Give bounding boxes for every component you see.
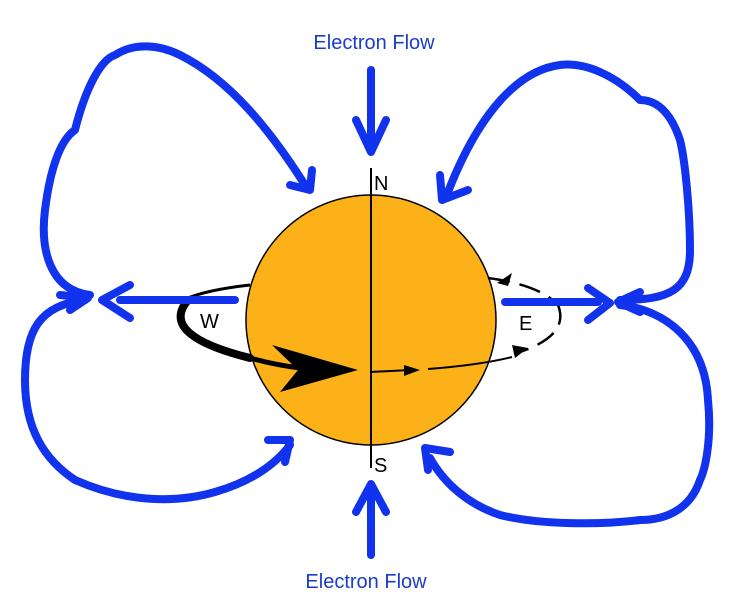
label-east: E (519, 313, 532, 335)
arrowhead-east (584, 284, 614, 324)
flow-lines (21, 42, 714, 559)
flow-arrowheads (56, 116, 644, 516)
flow-loop-bottom-left (21, 296, 294, 504)
arrowhead-top (352, 116, 390, 156)
label-north: N (374, 173, 388, 195)
orbit-thin-front-east (427, 356, 513, 370)
arrowhead-west (98, 281, 134, 322)
orbit-thin-arrowhead (404, 365, 420, 376)
flow-loop-bottom-right (426, 301, 714, 528)
arrowhead-bottom (352, 480, 390, 516)
arrowhead-right-mid (614, 288, 644, 316)
label-west: W (200, 311, 219, 333)
orbit-east-arrowhead (497, 273, 512, 286)
flow-loop-top-left (39, 42, 309, 299)
orbit-front-east (519, 304, 562, 354)
orbit-thick-west (176, 296, 254, 362)
arrowhead-bottom-left (264, 436, 294, 466)
arrowhead-left-mid (56, 291, 92, 314)
label-south: S (374, 455, 387, 477)
label-electron-flow-top: Electron Flow (313, 32, 435, 54)
arrowhead-top-left (286, 166, 316, 194)
orbit-front-east-arrowhead (512, 345, 528, 358)
arrowhead-bottom-right (421, 444, 454, 474)
arrowhead-top-right (436, 171, 472, 204)
big-rotation-arrowhead (272, 345, 358, 392)
orbit-thin-front (369, 369, 411, 373)
flow-loop-top-right (444, 60, 694, 304)
label-electron-flow-bottom: Electron Flow (305, 571, 427, 593)
